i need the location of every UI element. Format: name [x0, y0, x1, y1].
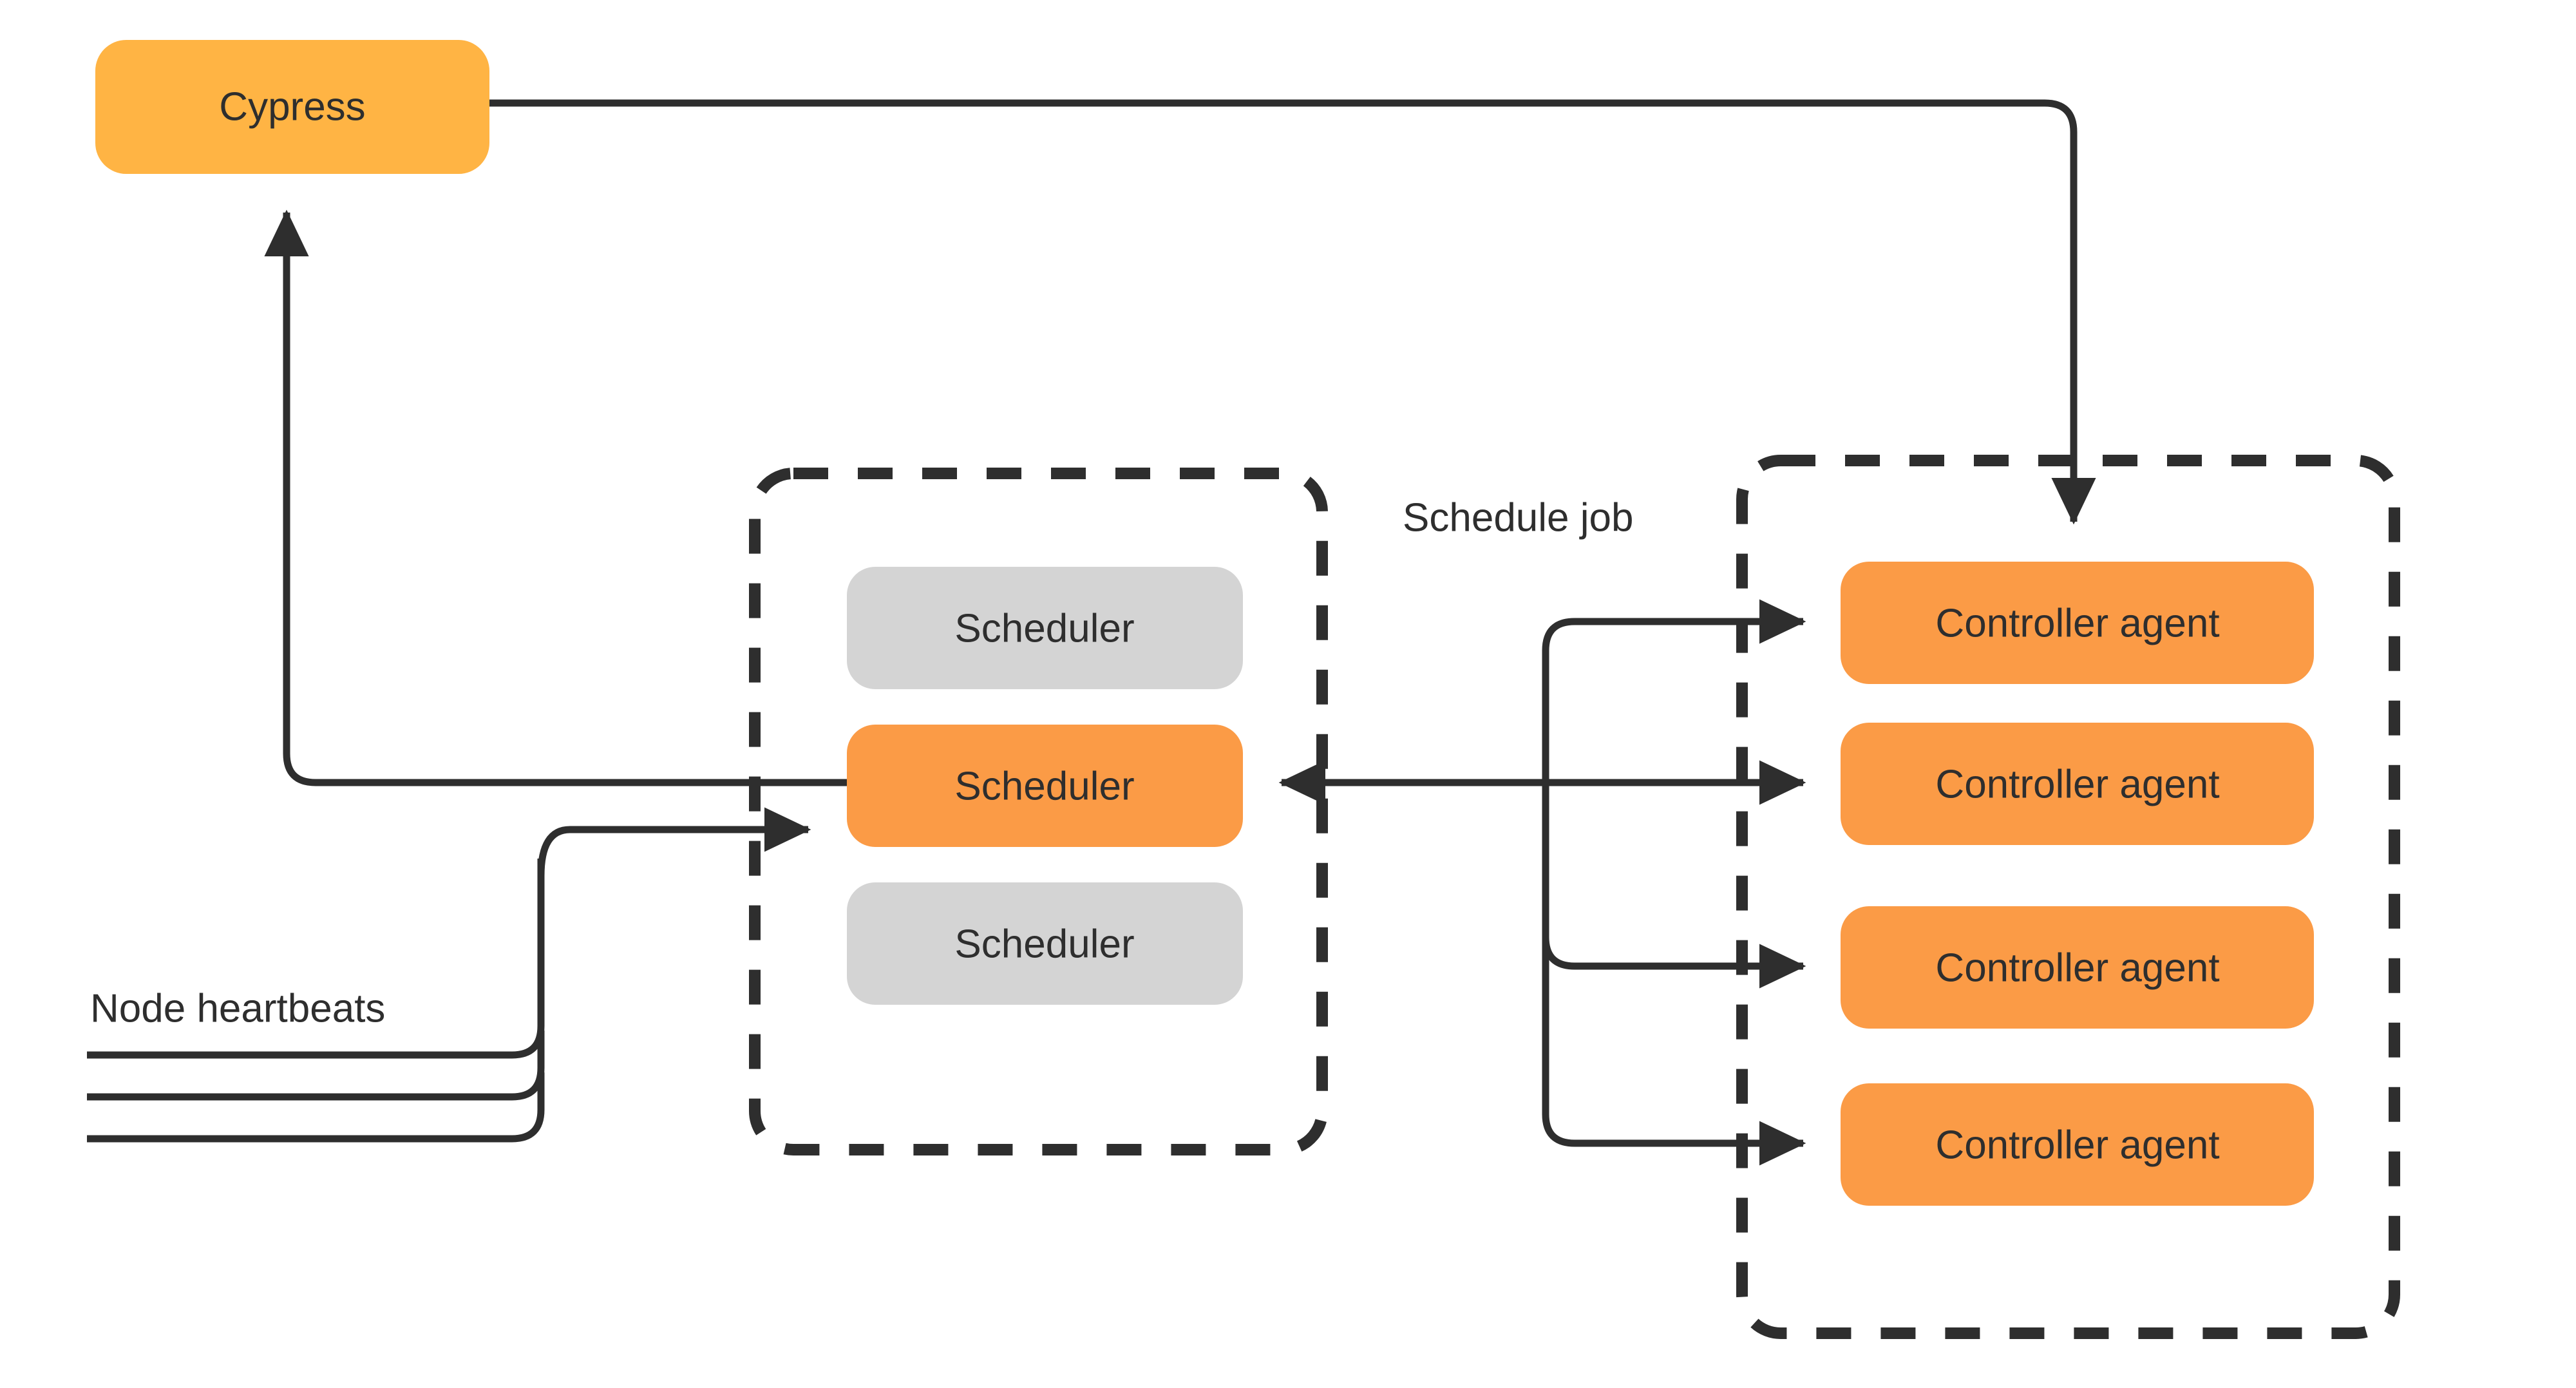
- edge-cypress-to-agents: [489, 99, 2096, 525]
- controller-agent-2-label: Controller agent: [1935, 762, 2219, 806]
- schedule-job-label: Schedule job: [1403, 495, 1634, 540]
- node-cypress[interactable]: Cypress: [95, 40, 489, 174]
- scheduler-2-label: Scheduler: [954, 764, 1134, 808]
- cypress-box[interactable]: [95, 40, 489, 174]
- cypress-label: Cypress: [219, 84, 365, 129]
- agent-group-container: [1736, 455, 2400, 1339]
- node-controller-agent-4[interactable]: Controller agent: [1841, 1083, 2314, 1206]
- scheduler-3-label: Scheduler: [954, 922, 1134, 966]
- scheduler-1-box[interactable]: [847, 567, 1243, 689]
- controller-agent-4-box[interactable]: [1841, 1083, 2314, 1206]
- controller-agent-3-box[interactable]: [1841, 906, 2314, 1029]
- node-controller-agent-1[interactable]: Controller agent: [1841, 562, 2314, 684]
- edge-schedule-job-branch-1: [1542, 599, 1806, 783]
- scheduler-group-container: [749, 468, 1328, 1155]
- scheduler-2-box[interactable]: [847, 725, 1243, 847]
- node-controller-agent-2[interactable]: Controller agent: [1841, 723, 2314, 845]
- controller-agent-1-label: Controller agent: [1935, 601, 2219, 645]
- edge-scheduler-to-cypress: [264, 209, 847, 786]
- controller-agent-3-label: Controller agent: [1935, 946, 2219, 990]
- edge-heartbeats-to-scheduler: [537, 807, 811, 877]
- controller-agent-4-label: Controller agent: [1935, 1123, 2219, 1167]
- edge-schedule-job-branch-3: [1542, 783, 1806, 989]
- controller-agent-1-box[interactable]: [1841, 562, 2314, 684]
- scheduler-3-box[interactable]: [847, 882, 1243, 1005]
- node-scheduler-3[interactable]: Scheduler: [847, 882, 1243, 1005]
- node-scheduler-1[interactable]: Scheduler: [847, 567, 1243, 689]
- edge-heartbeat-line-3: [87, 1072, 545, 1143]
- controller-agent-2-box[interactable]: [1841, 723, 2314, 845]
- edge-heartbeat-line-1: [87, 859, 545, 1059]
- scheduler-1-label: Scheduler: [954, 606, 1134, 651]
- node-heartbeats-label: Node heartbeats: [90, 986, 385, 1031]
- node-scheduler-2[interactable]: Scheduler: [847, 725, 1243, 847]
- edge-heartbeat-line-2: [87, 1031, 545, 1101]
- node-controller-agent-3[interactable]: Controller agent: [1841, 906, 2314, 1029]
- edge-schedule-job-branch-4: [1542, 783, 1806, 1166]
